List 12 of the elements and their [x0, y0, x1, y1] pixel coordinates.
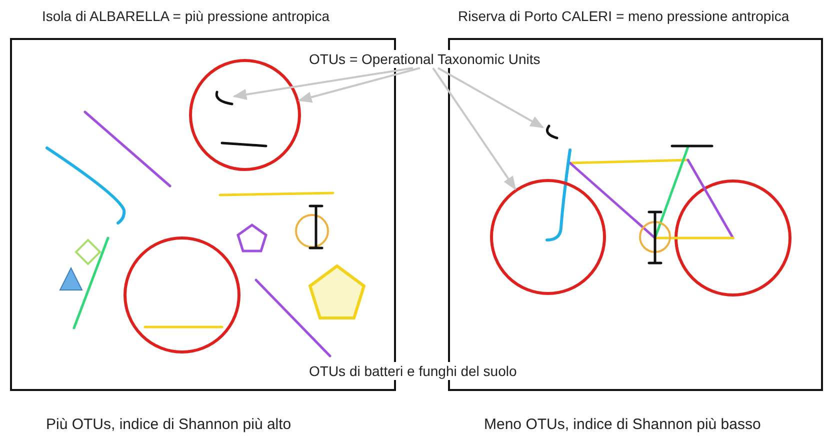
- panel-caption: Meno OTUs, indice di Shannon più basso: [484, 416, 761, 433]
- leader-arrow: [438, 67, 544, 128]
- hook-stroke: [214, 90, 234, 106]
- panel-heading: Riserva di Porto CALERI = meno pressione antropica: [458, 8, 790, 24]
- hook-stroke: [543, 124, 559, 140]
- leader-arrow: [298, 67, 420, 103]
- leader-arrow: [432, 67, 516, 190]
- circle-outline: [189, 59, 301, 171]
- panel-caption: Più OTUs, indice di Shannon più alto: [46, 416, 292, 433]
- panel-heading: Isola di ALBARELLA = più pressione antropica: [42, 8, 330, 24]
- circle-outline: [490, 179, 606, 295]
- leader-arrow: [232, 67, 414, 100]
